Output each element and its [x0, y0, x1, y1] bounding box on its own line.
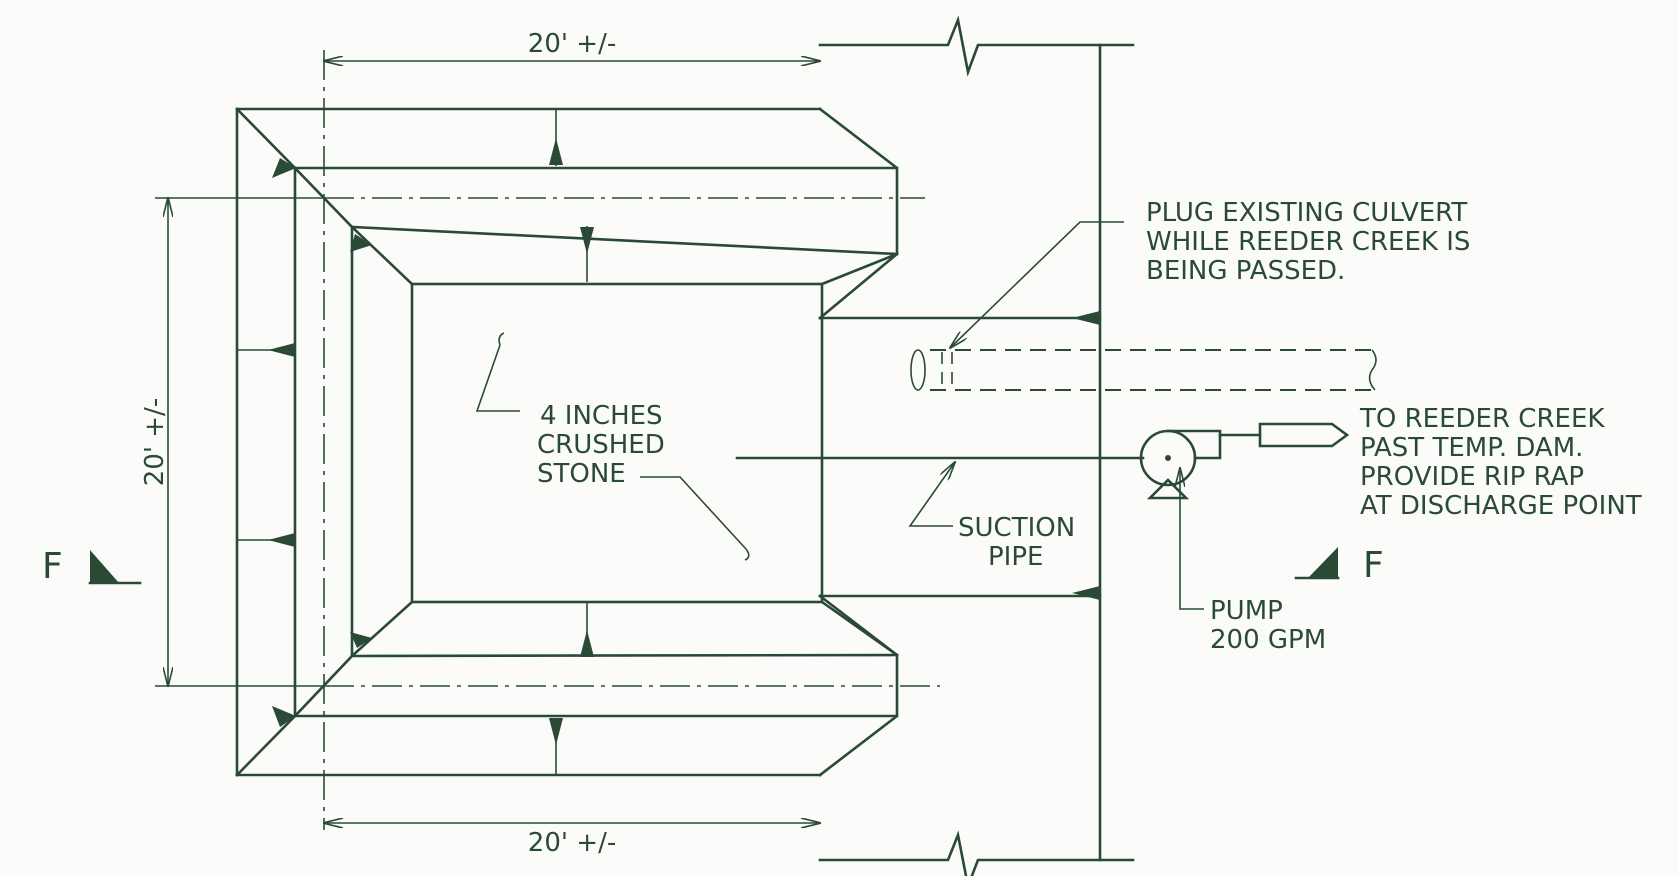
berm-crest-outer: [293, 166, 899, 718]
section-arrow-icon: [90, 550, 119, 583]
corner-wedge-tl-inner: [350, 234, 372, 252]
slope-arrow-right-b: [1072, 586, 1100, 600]
note-suction-line-1: SUCTION: [958, 513, 1075, 543]
note-culvert: PLUG EXISTING CULVERT WHILE REEDER CREEK…: [950, 198, 1470, 348]
note-discharge-line-2: PAST TEMP. DAM.: [1360, 433, 1583, 463]
break-line-icon: [818, 830, 1135, 876]
dimension-bottom-label: 20' +/-: [528, 828, 616, 858]
corner-line-tl-inner: [350, 225, 414, 286]
outer-berm-bottom-right: [818, 594, 899, 777]
note-suction-leader: [908, 462, 955, 527]
note-discharge-line-1: TO REEDER CREEK: [1359, 404, 1605, 434]
dimension-left: 20' +/-: [140, 198, 324, 686]
section-arrow-icon: [1308, 547, 1338, 578]
section-marker-left: F: [42, 546, 142, 587]
note-stone-hook-down: [744, 548, 750, 561]
existing-culvert: [910, 349, 1377, 391]
note-pump-leader: [1180, 468, 1204, 610]
corner-wedge-tl: [272, 158, 296, 178]
section-label-right: F: [1363, 545, 1384, 586]
note-pump-line-1: PUMP: [1210, 596, 1283, 626]
culvert-break: [1368, 349, 1377, 391]
corner-wedge-bl: [272, 706, 296, 727]
pump-system: [735, 422, 1350, 500]
dimension-top-label: 20' +/-: [528, 29, 616, 59]
basin-outline: [235, 107, 899, 777]
section-label-left: F: [42, 546, 63, 587]
note-suction: SUCTION PIPE: [908, 462, 1075, 572]
dimension-left-label: 20' +/-: [140, 398, 170, 486]
break-line-icon: [818, 15, 1135, 77]
note-discharge-line-4: AT DISCHARGE POINT: [1360, 491, 1642, 521]
note-stone-line-3: STONE: [537, 459, 626, 489]
corner-line-bl-outer: [235, 714, 297, 777]
outer-berm-toe: [235, 107, 822, 777]
basin-bottom-rect: [410, 282, 824, 604]
note-culvert-leader: [950, 221, 1124, 348]
corner-line-br-inner: [820, 600, 899, 657]
corner-line-tr-inner: [820, 252, 899, 286]
note-stone-leader-down: [640, 476, 747, 550]
corner-line-bl-inner: [350, 600, 414, 658]
note-culvert-line-2: WHILE REEDER CREEK IS: [1146, 227, 1470, 257]
note-culvert-line-1: PLUG EXISTING CULVERT: [1146, 198, 1467, 228]
berm-crest-inner: [350, 225, 899, 658]
discharge-nozzle: [1258, 422, 1350, 448]
corner-wedge-bl-inner: [350, 632, 372, 648]
note-stone-leader-up: [475, 344, 520, 412]
pump-icon: [1139, 429, 1222, 500]
corner-line-tl-outer: [235, 107, 297, 170]
note-discharge: TO REEDER CREEK PAST TEMP. DAM. PROVIDE …: [1359, 404, 1642, 521]
note-culvert-line-3: BEING PASSED.: [1146, 256, 1345, 286]
dimension-bottom: 20' +/-: [324, 823, 820, 858]
note-stone-line-1: 4 INCHES: [540, 401, 663, 431]
dimension-top: 20' +/-: [324, 29, 820, 61]
section-marker-right: F: [1294, 545, 1384, 586]
slope-arrows: [238, 110, 1100, 774]
culvert-end: [910, 349, 926, 391]
note-stone-hook-up: [498, 332, 505, 346]
note-pump: PUMP 200 GPM: [1180, 468, 1326, 655]
note-pump-line-2: 200 GPM: [1210, 625, 1326, 655]
outer-berm-top-right: [818, 107, 899, 320]
note-stone-line-2: CRUSHED: [537, 430, 665, 460]
channel: [818, 15, 1135, 876]
centerlines: [323, 50, 940, 830]
note-suction-line-2: PIPE: [988, 542, 1043, 572]
note-discharge-line-3: PROVIDE RIP RAP: [1360, 462, 1584, 492]
note-stone: 4 INCHES CRUSHED STONE: [475, 332, 750, 561]
